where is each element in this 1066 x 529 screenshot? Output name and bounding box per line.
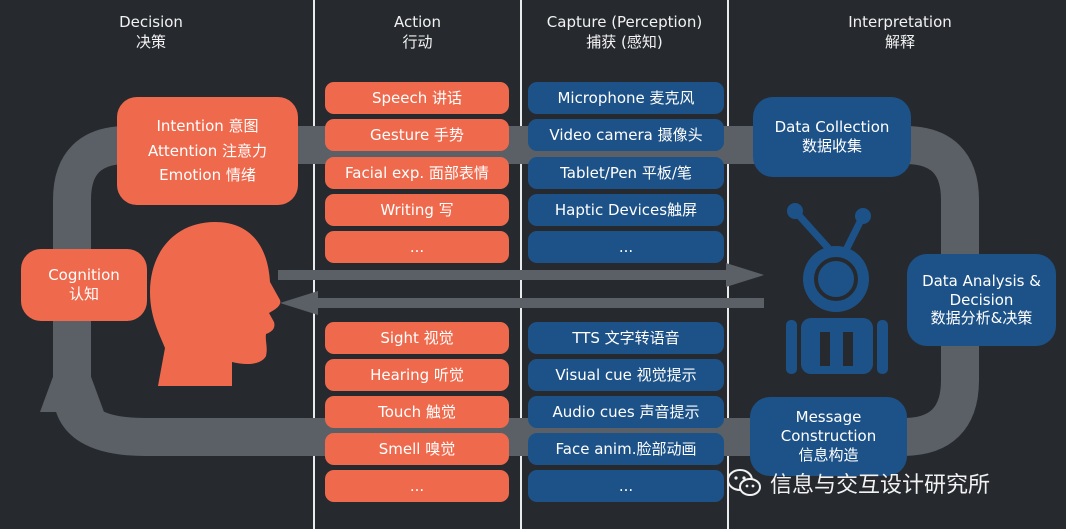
sense-input-more: ...: [325, 470, 509, 502]
capture-microphone: Microphone 麦克风: [528, 82, 724, 114]
column-title-zh: 捕获 (感知): [586, 33, 663, 51]
robot-icon: [786, 203, 888, 374]
action-output-more: ...: [325, 231, 509, 263]
column-title-en: Interpretation: [848, 13, 952, 31]
data-analysis-box: Data Analysis & Decision 数据分析&决策: [907, 254, 1056, 346]
action-output-facial: Facial exp. 面部表情: [325, 157, 509, 189]
data-collection-label-en: Data Collection: [774, 118, 890, 137]
message-construction-label-zh: 信息构造: [798, 445, 859, 464]
watermark: 信息与交互设计研究所: [726, 463, 990, 503]
data-analysis-label-line2: Decision: [949, 290, 1014, 309]
column-title-en: Action: [394, 13, 441, 31]
capture-more: ...: [528, 231, 724, 263]
sense-input-touch: Touch 触觉: [325, 396, 509, 428]
column-title-zh: 决策: [135, 33, 166, 51]
column-divider: [520, 0, 522, 529]
column-title-en: Capture (Perception): [546, 13, 703, 31]
arrow-to-machine-head: [726, 263, 764, 287]
output-audio-cues: Audio cues 声音提示: [528, 396, 724, 428]
data-collection-label-zh: 数据收集: [801, 137, 862, 155]
output-more: ...: [528, 470, 724, 502]
attention-label: Attention 注意力: [148, 141, 267, 160]
intent-box: Intention 意图 Attention 注意力 Emotion 情绪: [117, 97, 298, 205]
column-title-zh: 解释: [884, 33, 915, 51]
human-head-icon: [150, 222, 281, 386]
cognition-box: Cognition 认知: [21, 249, 147, 321]
column-header-decision: Decision 决策: [60, 12, 242, 52]
arrow-to-human-head: [280, 291, 318, 315]
column-title-zh: 行动: [402, 33, 433, 51]
column-header-interpretation: Interpretation 解释: [790, 12, 1010, 52]
column-header-capture: Capture (Perception) 捕获 (感知): [522, 12, 727, 52]
column-header-action: Action 行动: [315, 12, 520, 52]
arrow-to-machine: [278, 270, 728, 280]
wechat-icon: [727, 469, 761, 496]
action-output-speech: Speech 讲话: [325, 82, 509, 114]
capture-haptic: Haptic Devices触屏: [528, 194, 724, 226]
capture-tablet-pen: Tablet/Pen 平板/笔: [528, 157, 724, 189]
message-construction-label-line1: Message: [795, 408, 862, 427]
column-divider: [313, 0, 315, 529]
output-tts: TTS 文字转语音: [528, 322, 724, 354]
watermark-text: 信息与交互设计研究所: [770, 473, 991, 498]
cognition-label-zh: 认知: [68, 285, 99, 303]
output-face-anim: Face anim.脸部动画: [528, 433, 724, 465]
message-construction-box: Message Construction 信息构造: [750, 397, 907, 476]
message-construction-label-line2: Construction: [780, 427, 877, 446]
arrow-to-human: [316, 298, 764, 308]
output-visual-cue: Visual cue 视觉提示: [528, 359, 724, 391]
feedback-loop-track: [53, 126, 979, 456]
sense-input-hearing: Hearing 听觉: [325, 359, 509, 391]
data-collection-box: Data Collection 数据收集: [753, 97, 911, 177]
sense-input-sight: Sight 视觉: [325, 322, 509, 354]
action-output-gesture: Gesture 手势: [325, 119, 509, 151]
data-analysis-label-zh: 数据分析&决策: [930, 309, 1033, 328]
loop-arrowhead: [40, 325, 104, 412]
action-output-writing: Writing 写: [325, 194, 509, 226]
column-title-en: Decision: [119, 13, 183, 31]
emotion-label: Emotion 情绪: [159, 166, 256, 185]
intent-label: Intention 意图: [156, 116, 259, 135]
sense-input-smell: Smell 嗅觉: [325, 433, 509, 465]
capture-video-camera: Video camera 摄像头: [528, 119, 724, 151]
cognition-label-en: Cognition: [48, 266, 120, 285]
data-analysis-label-line1: Data Analysis &: [922, 271, 1041, 290]
